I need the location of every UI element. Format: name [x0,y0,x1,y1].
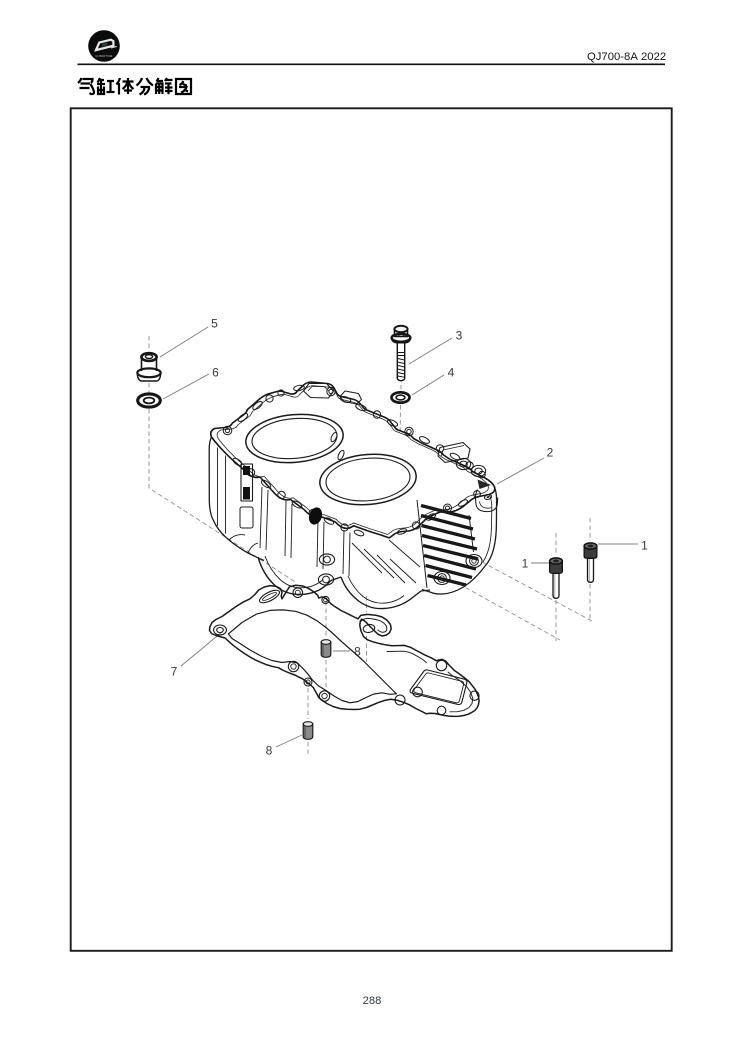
svg-text:3: 3 [456,329,463,343]
svg-text:2022: 2022 [641,51,666,63]
svg-text:4: 4 [448,366,455,380]
svg-text:QJMOTOR: QJMOTOR [95,54,113,58]
svg-text:288: 288 [363,995,382,1007]
svg-text:7: 7 [171,665,178,679]
svg-text:8: 8 [266,744,273,758]
svg-text:QJ700-8A: QJ700-8A [587,51,638,63]
svg-text:8: 8 [354,645,361,659]
svg-text:1: 1 [522,557,529,571]
svg-text:6: 6 [212,366,219,380]
svg-text:2: 2 [547,446,554,460]
svg-text:1: 1 [641,539,648,553]
svg-text:5: 5 [211,317,218,331]
